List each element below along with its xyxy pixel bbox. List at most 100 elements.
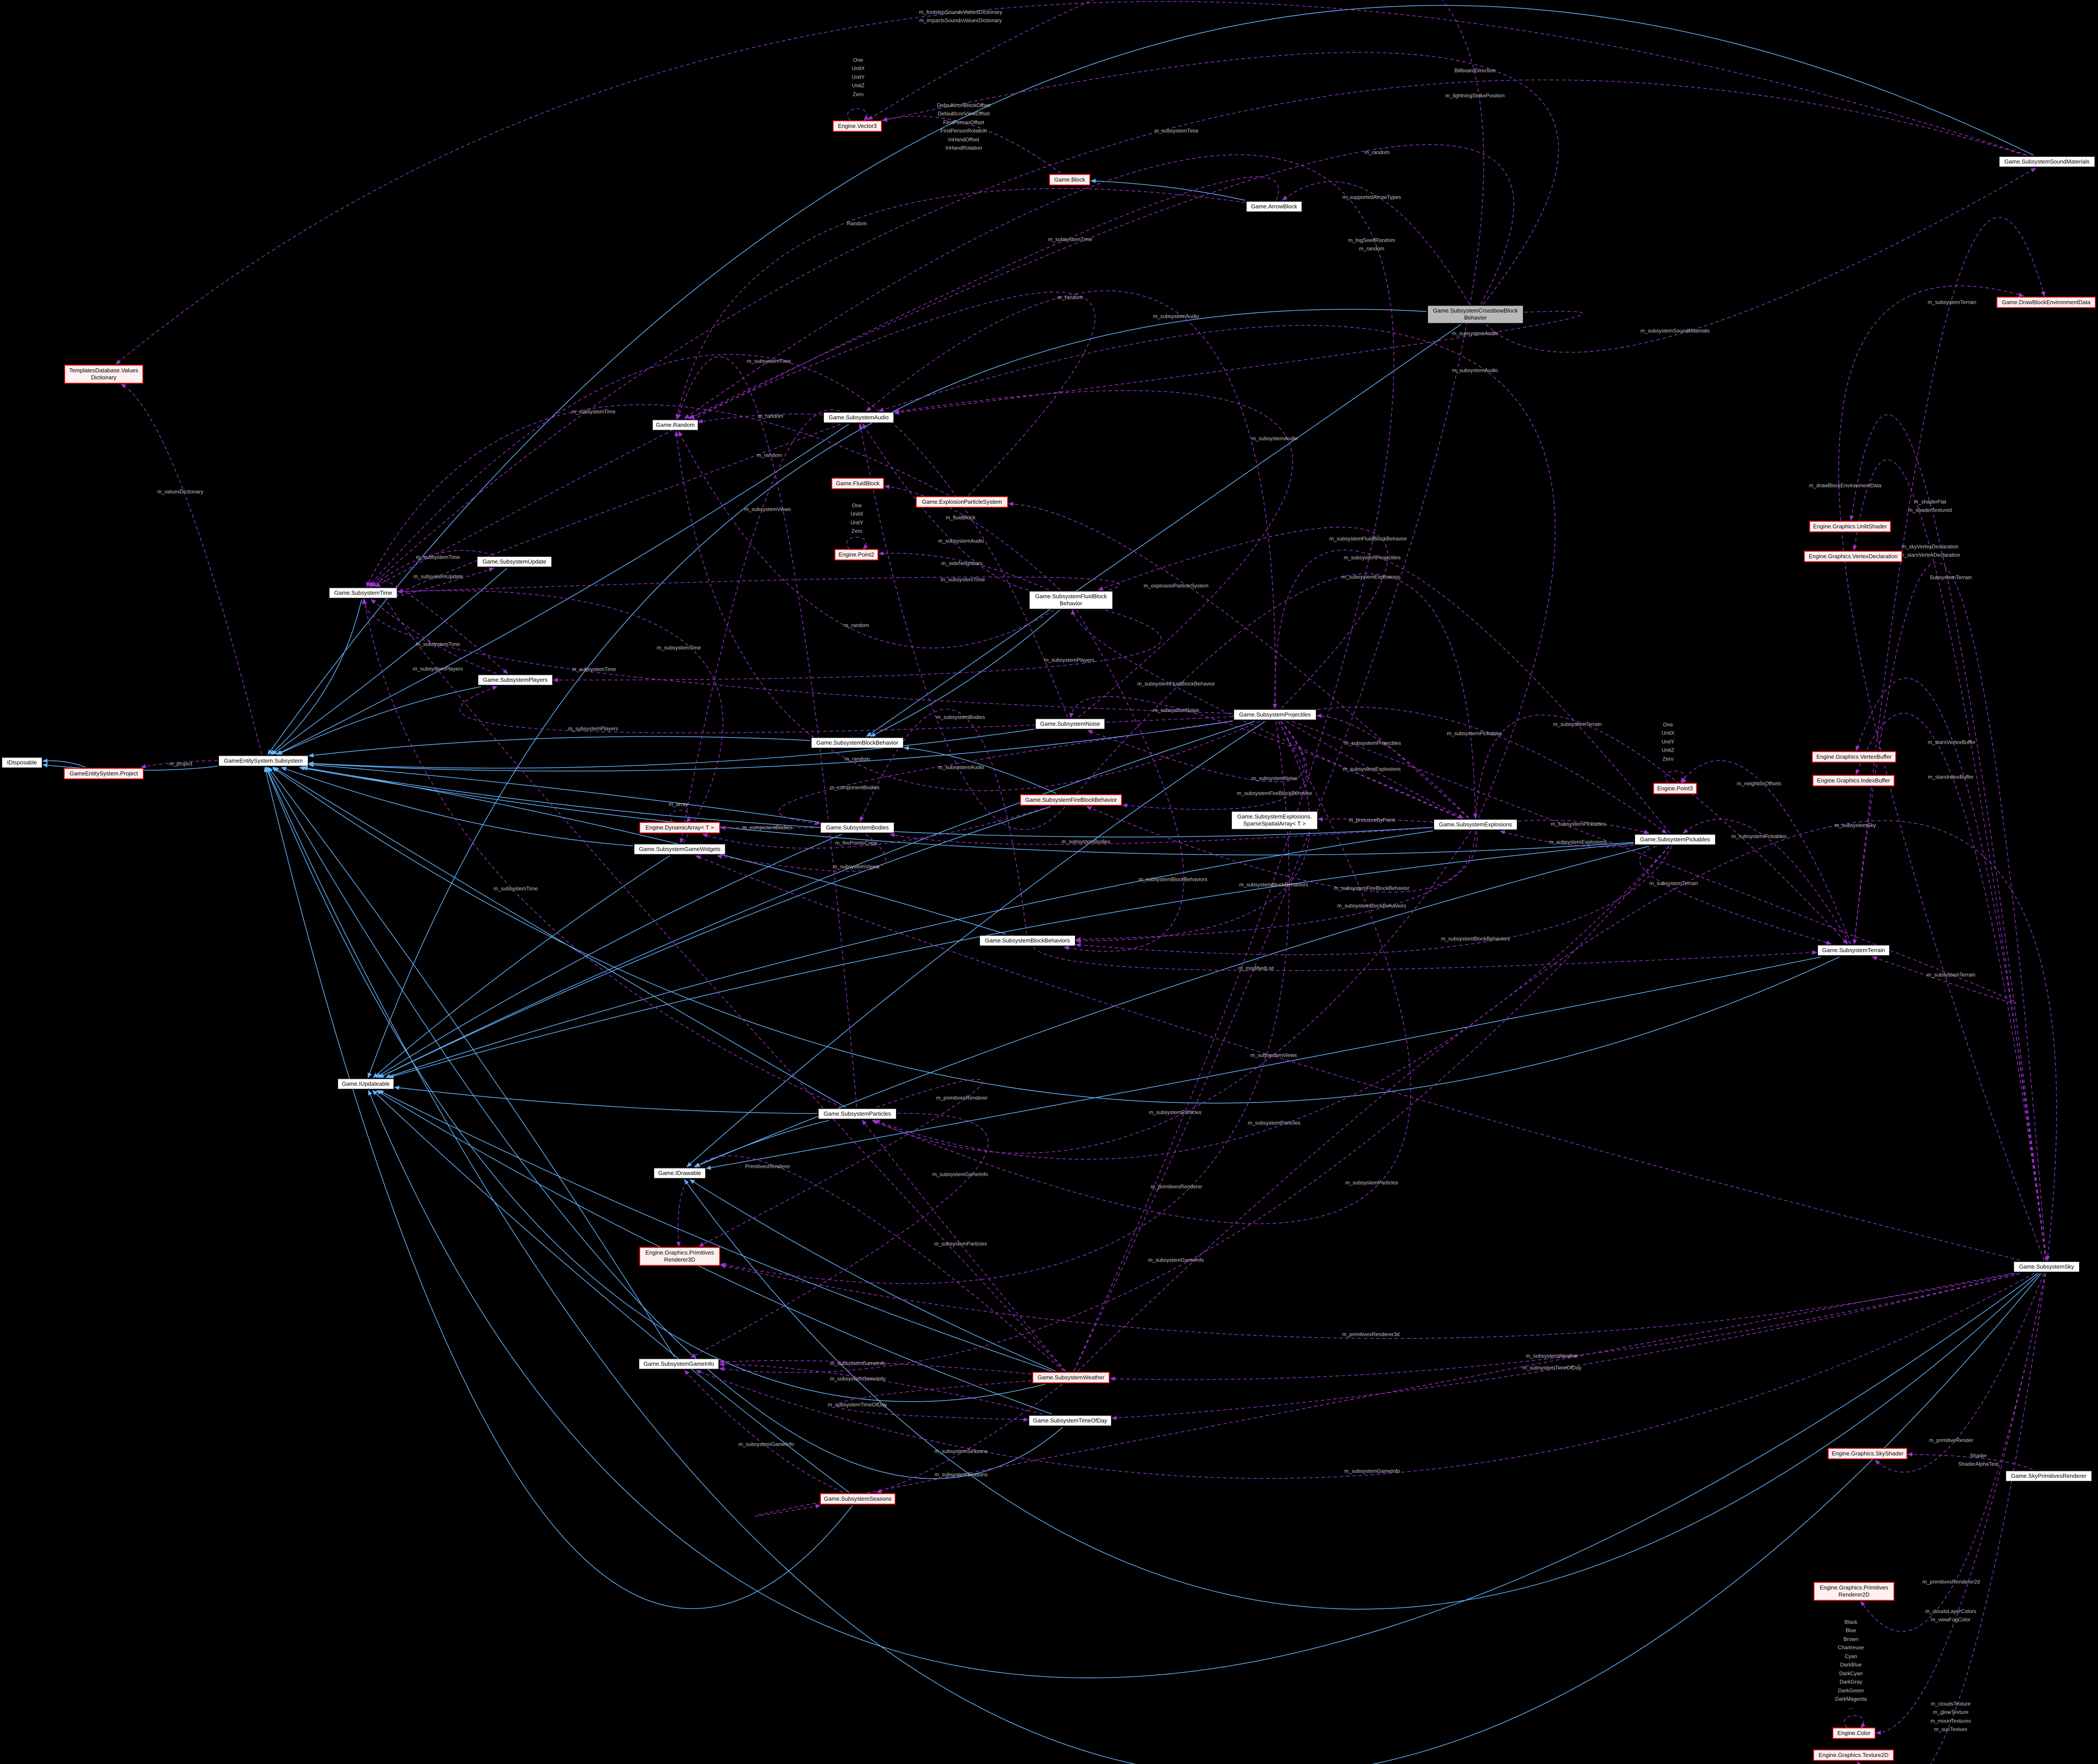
node-particles[interactable]: Game.SubsystemParticles xyxy=(818,1108,896,1120)
node-point3[interactable]: Engine.Point3 xyxy=(1653,782,1697,795)
edge-noise-audio xyxy=(894,390,1293,718)
edge-bodies-iupdateable xyxy=(375,834,842,1078)
node-vector3[interactable]: Engine.Vector3 xyxy=(833,120,882,132)
edge-bodies-gameWidgets xyxy=(717,834,886,872)
edge-label-fireBlockBehavior-audio: m_subsystemAudio xyxy=(938,764,984,771)
edge-label-particles-gameInfo: m_subsystemGameInfo xyxy=(932,1171,988,1178)
node-dynamicArray[interactable]: Engine.DynamicArray< T > xyxy=(639,822,720,834)
node-time[interactable]: Game.SubsystemTime xyxy=(329,587,397,599)
node-projectiles[interactable]: Game.SubsystemProjectiles xyxy=(1234,709,1316,720)
edge-fireBlockBehavior-audio xyxy=(858,423,1066,830)
edge-label-explosions-sparseSpatialArray: m_pressureByPoint xyxy=(1348,817,1395,823)
edge-weather-random xyxy=(684,154,1395,1371)
node-terrain[interactable]: Game.SubsystemTerrain xyxy=(1818,945,1890,956)
edge-label-explosions-noise: m_subsystemNoise xyxy=(1153,707,1199,713)
node-crossbow[interactable]: Game.SubsystemCrossbowBlock Behavior xyxy=(1428,305,1523,324)
edge-label-projectiles-terrain: m_subsystemTerrain xyxy=(1927,971,1976,978)
node-fluidBlock[interactable]: Game.FluidBlock xyxy=(831,477,884,490)
edge-gameInfo-subsystem xyxy=(268,767,675,1358)
node-blockBehavior[interactable]: Game.SubsystemBlockBehavior xyxy=(811,737,903,749)
edge-label-audio-update: m_subsystemUpdate xyxy=(413,573,463,580)
node-fireBlockBehavior[interactable]: Game.SubsystemFireBlockBehavior xyxy=(1020,794,1122,806)
node-block[interactable]: Game.Block xyxy=(1049,174,1090,186)
node-point2[interactable]: Engine.Point2 xyxy=(834,549,878,561)
node-texture2D[interactable]: Engine.Graphics.Texture2D xyxy=(1813,1749,1894,1761)
edge-crossbow-audio xyxy=(894,311,1583,415)
edge-label-explosionParticleSystem-time: m_subsystemTime xyxy=(571,408,616,415)
node-fluidBlockBehavior[interactable]: Game.SubsystemFluidBlock Behavior xyxy=(1029,591,1113,609)
edge-explosionParticleSystem-time xyxy=(366,404,950,587)
edge-fluidBlockBehavior-audio xyxy=(862,423,1029,591)
node-vertexDeclaration[interactable]: Engine.Graphics.VertexDeclaration xyxy=(1804,550,1902,563)
node-subsystem[interactable]: GameEntitySystem.Subsystem xyxy=(219,755,308,767)
edge-arrowBlock-random xyxy=(675,188,1246,419)
edge-dynamicArray-dynamicArray xyxy=(670,810,692,823)
node-weather[interactable]: Game.SubsystemWeather xyxy=(1032,1371,1110,1384)
edge-projectiles-primitivesRenderer3D xyxy=(720,721,1289,1284)
node-audio[interactable]: Game.SubsystemAudio xyxy=(823,412,894,423)
edge-sky-primitivesRenderer2D xyxy=(1860,1273,2046,1632)
edge-label-weather-timeOfDay: m_subsystemTimeOfDay xyxy=(827,1401,887,1408)
node-explosions[interactable]: Game.SubsystemExplosions xyxy=(1434,819,1517,830)
edge-label-weather-random: m_fogSeedRandom m_random xyxy=(1348,237,1395,252)
edge-projectiles-random xyxy=(674,431,1260,791)
node-project[interactable]: GameEntitySystem.Project xyxy=(64,767,144,780)
edge-projectiles-fluidBlockBehavior xyxy=(1098,527,1388,709)
node-arrowBlock[interactable]: Game.ArrowBlock xyxy=(1246,201,1302,212)
node-explosionParticleSystem[interactable]: Game.ExplosionParticleSystem xyxy=(916,496,1008,508)
edge-label-weather-vector3: m_lightningStrikePosition xyxy=(1445,92,1505,99)
node-indexBuffer[interactable]: Engine.Graphics.IndexBuffer xyxy=(1812,775,1895,787)
edge-skyPrimitivesRenderer-skyShader xyxy=(1907,1452,2033,1470)
edge-label-bodies-dynamicArray: m_componentBodies xyxy=(742,824,792,831)
node-bodies[interactable]: Game.SubsystemBodies xyxy=(820,822,894,833)
node-timeOfDay[interactable]: Game.SubsystemTimeOfDay xyxy=(1029,1415,1111,1426)
edge-label-audio-random: m_random xyxy=(758,413,783,419)
edge-label-projectiles-primitivesRenderer3D: m_primitivesRenderer xyxy=(1151,1183,1202,1190)
edge-sky-gameWidgets xyxy=(695,855,2020,1261)
edge-terrain-drawBlockEnvData xyxy=(1854,217,2045,944)
node-skyShader[interactable]: Engine.Graphics.SkyShader xyxy=(1828,1448,1908,1460)
node-gameInfo[interactable]: Game.SubsystemGameInfo xyxy=(639,1358,719,1370)
edge-blockBehavior-subsystem xyxy=(308,736,811,758)
node-primitivesRenderer2D[interactable]: Engine.Graphics.Primitives Renderer2D xyxy=(1814,1582,1894,1601)
node-skyPrimitivesRenderer[interactable]: Game.SkyPrimitivesRenderer xyxy=(2006,1470,2092,1482)
edge-weather-particles xyxy=(862,1120,1066,1371)
node-drawBlockEnvData[interactable]: Game.DrawBlockEnvironmentData xyxy=(1996,296,2096,309)
node-blockBehaviors[interactable]: Game.SubsystemBlockBehaviors xyxy=(980,935,1075,946)
node-idrawable[interactable]: Game.IDrawable xyxy=(654,1168,706,1179)
node-sparseSpatialArray[interactable]: Game.SubsystemExplosions. SparseSpatialA… xyxy=(1231,811,1318,829)
node-sky[interactable]: Game.SubsystemSky xyxy=(2014,1261,2080,1273)
node-idisposable[interactable]: IDisposable xyxy=(2,757,42,768)
node-noise[interactable]: Game.SubsystemNoise xyxy=(1035,718,1105,730)
node-color[interactable]: Engine.Color xyxy=(1832,1727,1876,1739)
edge-sky-drawBlockEnvData xyxy=(1838,285,2045,1261)
node-random[interactable]: Game.Random xyxy=(652,419,699,431)
edge-particles-idrawable xyxy=(694,1120,829,1167)
node-vertexBuffer[interactable]: Engine.Graphics.VertexBuffer xyxy=(1812,751,1896,763)
edge-label-explosions-audio: m_subsystemAudio xyxy=(1452,367,1498,374)
node-soundMaterials[interactable]: Game.SubsystemSoundMaterials xyxy=(1999,156,2095,167)
edge-label-pickables-projectiles: m_subsystemProjectiles xyxy=(1344,554,1401,561)
edge-label-projectiles-random: m_random xyxy=(845,756,870,762)
node-primitivesRenderer3D[interactable]: Engine.Graphics.Primitives Renderer3D xyxy=(639,1247,720,1266)
edge-explosions-pickables xyxy=(1518,819,1650,834)
edge-block-vector3 xyxy=(882,116,1061,174)
edge-pickables-terrain xyxy=(1639,846,1832,945)
node-pickables[interactable]: Game.SubsystemPickables xyxy=(1635,834,1716,845)
node-update[interactable]: Game.SubsystemUpdate xyxy=(477,556,552,567)
edge-label-sky-primitivesRenderer2D: m_primitivesRenderer2d xyxy=(1922,1579,1980,1585)
node-unlitShader[interactable]: Engine.Graphics.UnlitShader xyxy=(1809,520,1891,533)
edge-label-projectiles-bodies: m_componentBodies xyxy=(830,784,880,791)
node-gameWidgets[interactable]: Game.SubsystemGameWidgets xyxy=(634,844,725,855)
node-players[interactable]: Game.SubsystemPlayers xyxy=(478,674,553,686)
node-seasons[interactable]: Game.SubsystemSeasons xyxy=(820,1493,896,1505)
node-iupdateable[interactable]: Game.IUpdateable xyxy=(338,1078,394,1090)
node-valuesDictionary[interactable]: TemplatesDatabase.Values Dictionary xyxy=(64,364,143,384)
edge-subsystem-project xyxy=(140,760,218,769)
edge-sky-seasons xyxy=(755,1273,2013,1517)
edge-explosions-iupdateable xyxy=(385,830,1433,1078)
edge-sky-primitivesRenderer3D xyxy=(720,1264,2015,1339)
edge-particles-iupdateable xyxy=(394,1085,818,1114)
edge-label-pickables-blockBehaviors: m_subsystemBlockBehaviors xyxy=(1441,935,1510,942)
